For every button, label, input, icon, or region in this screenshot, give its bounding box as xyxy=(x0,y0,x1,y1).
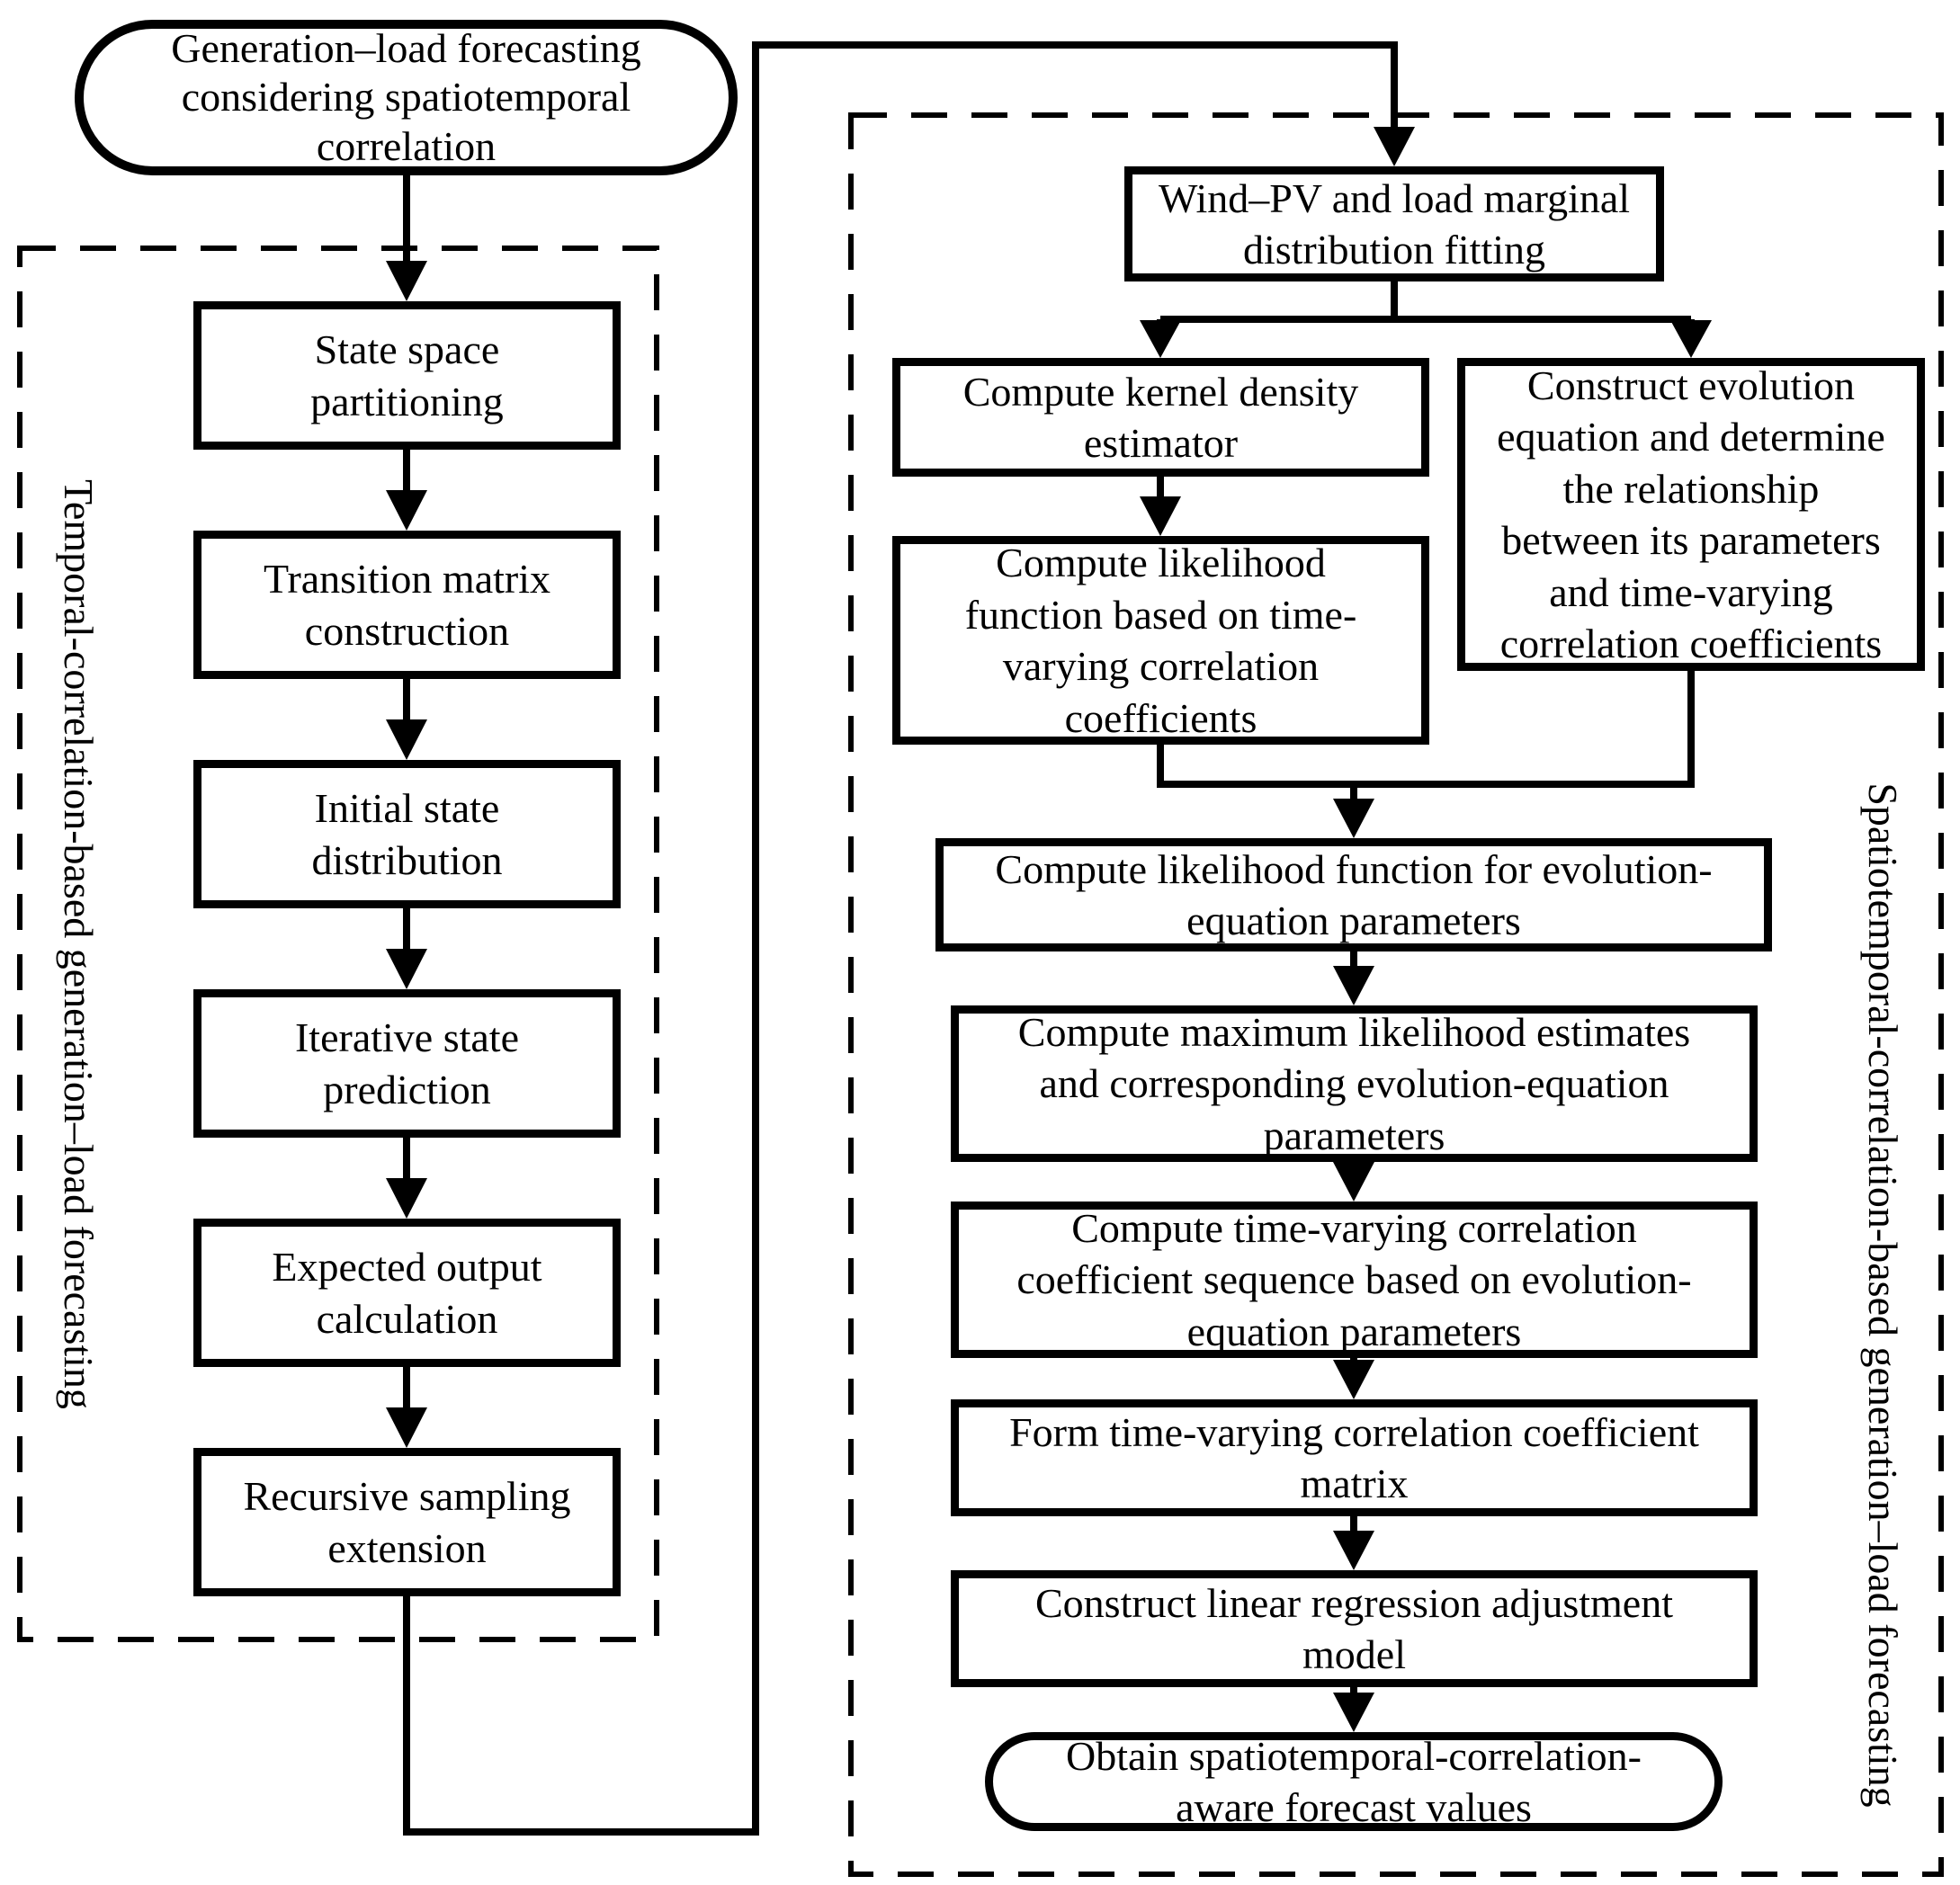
output-node: Obtain spatiotemporal-correlation- aware… xyxy=(985,1732,1723,1831)
spatiotemporal-panel-label: Spatiotemporal-correlation-based generat… xyxy=(1860,782,1907,1808)
node-form-coefficient-matrix: Form time-varying correlation coefficien… xyxy=(951,1399,1758,1516)
node-expected-output-calculation: Expected output calculation xyxy=(193,1219,621,1367)
arrow-sequence-to-matrix xyxy=(1333,1360,1374,1399)
node-likelihood-evolution-parameters: Compute likelihood function for evolutio… xyxy=(935,838,1772,951)
node-state-space-partitioning: State space partitioning xyxy=(193,301,621,450)
node-transition-matrix-construction: Transition matrix construction xyxy=(193,531,621,679)
node-linear-regression-model: Construct linear regression adjustment m… xyxy=(951,1570,1758,1687)
arrow-evo-to-max-likelihood xyxy=(1333,966,1374,1005)
arrow-start-to-state-space xyxy=(386,261,427,301)
arrow-transition-to-initial xyxy=(386,719,427,760)
wind-pv-split-lines xyxy=(1157,281,1695,324)
node-maximum-likelihood-estimates: Compute maximum likelihood estimates and… xyxy=(951,1005,1758,1162)
arrow-regression-to-output xyxy=(1333,1693,1374,1732)
node-wind-pv-marginal-fitting: Wind–PV and load marginal distribution f… xyxy=(1124,166,1664,281)
feed-loop-line xyxy=(403,41,1398,1836)
temporal-panel-label: Temporal-correlation-based generation–lo… xyxy=(56,479,103,1409)
arrow-kernel-to-likelihood-tv xyxy=(1140,496,1181,536)
arrow-expected-to-recursive xyxy=(386,1407,427,1448)
temporal-panel-border xyxy=(17,246,659,1642)
arrow-split-to-construct xyxy=(1670,320,1712,358)
arrow-max-to-sequence xyxy=(1333,1162,1374,1202)
arrow-iterative-to-expected xyxy=(386,1178,427,1219)
node-kernel-density-estimator: Compute kernel density estimator xyxy=(892,358,1429,477)
merge-lines xyxy=(1157,671,1695,799)
arrow-loop-to-wind-pv xyxy=(1374,127,1415,166)
arrow-state-to-transition xyxy=(386,490,427,531)
arrow-merge-to-likelihood-evo xyxy=(1333,799,1374,838)
arrow-matrix-to-regression xyxy=(1333,1531,1374,1570)
node-construct-evolution-equation: Construct evolution equation and determi… xyxy=(1457,358,1925,671)
start-node: Generation–load forecasting considering … xyxy=(75,20,738,175)
node-initial-state-distribution: Initial state distribution xyxy=(193,760,621,908)
arrow-initial-to-iterative xyxy=(386,949,427,989)
node-time-varying-sequence: Compute time-varying correlation coeffic… xyxy=(951,1202,1758,1358)
node-likelihood-time-varying: Compute likelihood function based on tim… xyxy=(892,536,1429,745)
node-iterative-state-prediction: Iterative state prediction xyxy=(193,989,621,1138)
node-recursive-sampling-extension: Recursive sampling extension xyxy=(193,1448,621,1596)
arrow-split-to-kernel xyxy=(1140,320,1181,358)
